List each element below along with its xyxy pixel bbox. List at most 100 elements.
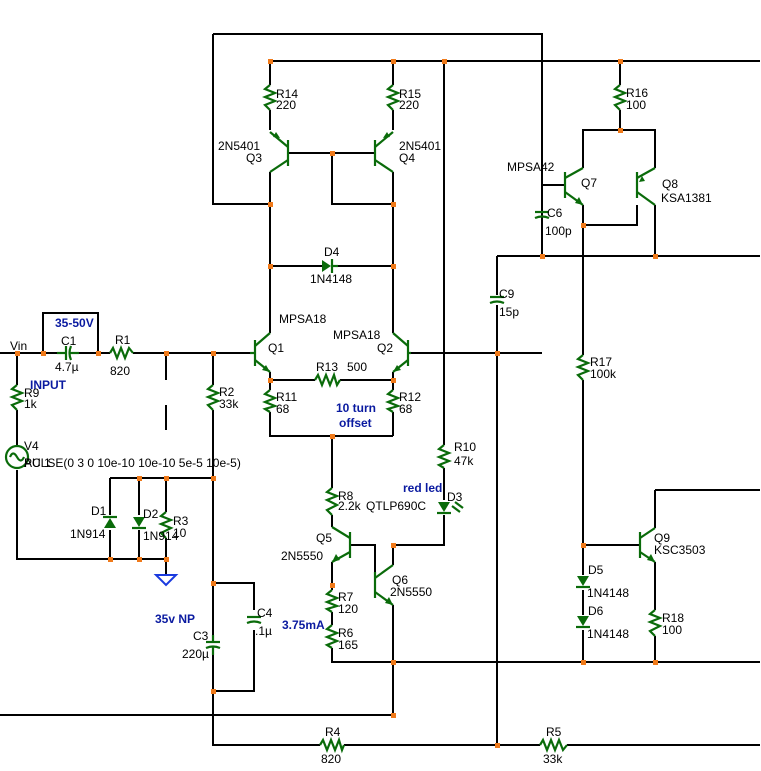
- resistor-r11: [262, 389, 279, 413]
- label-q1-name: Q1: [268, 341, 284, 355]
- label-q9-type: KSC3503: [654, 543, 706, 557]
- label-c3-value: 220µ: [182, 647, 209, 661]
- component-labels: Vin C1 4.7µ R1 820 R9 1k V4 AC 1 PULSE(0…: [10, 86, 712, 766]
- capacitor-c9: [489, 295, 505, 305]
- label-q5-name: Q5: [316, 531, 332, 545]
- resistor-r1: [109, 345, 134, 361]
- label-q8-type: KSA1381: [661, 191, 712, 205]
- label-q8-name: Q8: [662, 177, 678, 191]
- transistors: [250, 131, 656, 606]
- note-c1-voltage: 35-50V: [55, 316, 94, 330]
- label-r7-name: R7: [338, 590, 354, 604]
- ground-icon: [153, 574, 179, 587]
- transistor-q7: [563, 167, 584, 206]
- label-c1-name: C1: [61, 334, 77, 348]
- resistor-r16: [612, 84, 628, 111]
- resistor-r13: [314, 371, 341, 388]
- label-v4-source: PULSE(0 3 0 10e-10 10e-10 5e-5 10e-5): [24, 456, 241, 470]
- label-r9-name: R9: [24, 386, 40, 400]
- label-r4-value: 820: [321, 752, 341, 766]
- transistor-q3: [269, 131, 290, 173]
- label-d5-name: D5: [588, 563, 604, 577]
- wires: [0, 33, 760, 746]
- resistor-r4: [319, 736, 346, 754]
- label-r3-name: R3: [173, 514, 189, 528]
- voltage-source-v4: [4, 444, 30, 470]
- capacitor-c6: [534, 210, 550, 220]
- label-c3-name: C3: [193, 629, 209, 643]
- capacitor-c3: [205, 635, 221, 655]
- capacitors: [57, 210, 550, 655]
- transistor-q5: [331, 526, 352, 563]
- label-d6-value: 1N4148: [587, 627, 629, 641]
- label-q5-type: 2N5550: [281, 549, 323, 563]
- capacitor-c4: [246, 615, 262, 625]
- label-q2-type: MPSA18: [333, 328, 381, 342]
- label-q9-name: Q9: [654, 531, 670, 545]
- label-c6-value: 100p: [545, 224, 572, 238]
- label-c1-value: 4.7µ: [55, 360, 79, 374]
- resistor-r12: [385, 389, 402, 413]
- label-v4-ac: AC 1: [24, 456, 51, 470]
- label-c9-value: 15p: [499, 305, 519, 319]
- diode-d4: [322, 259, 338, 273]
- label-q1-type: MPSA18: [279, 312, 327, 326]
- resistor-r10: [436, 444, 452, 469]
- label-d1-name: D1: [91, 504, 107, 518]
- transistor-q8: [635, 167, 656, 206]
- label-d2-name: D2: [143, 507, 159, 521]
- label-q6-name: Q6: [392, 573, 408, 587]
- label-r11-value: 68: [276, 402, 290, 416]
- label-c9-name: C9: [499, 287, 515, 301]
- label-q2-name: Q2: [377, 341, 393, 355]
- resistor-r3: [158, 511, 174, 539]
- resistor-r8: [324, 487, 340, 516]
- note-offset-2: offset: [339, 416, 372, 430]
- resistor-r6: [324, 624, 340, 649]
- label-d3-name: D3: [447, 490, 463, 504]
- resistor-r14: [262, 84, 278, 111]
- label-q4-name: Q4: [399, 151, 415, 165]
- label-r18-name: R18: [662, 611, 684, 625]
- label-r8-value: 2.2k: [338, 499, 362, 513]
- transistor-q4: [373, 131, 394, 173]
- label-r8-name: R8: [338, 489, 354, 503]
- label-r13-value: 500: [347, 360, 367, 374]
- resistor-r7: [324, 589, 341, 613]
- transistor-q1: [250, 332, 271, 373]
- label-v4-name: V4: [24, 439, 39, 453]
- resistor-r18: [647, 609, 663, 637]
- label-r17-value: 100k: [590, 367, 617, 381]
- label-d2-value: 1N914: [143, 529, 179, 543]
- label-r1-value: 820: [110, 364, 130, 378]
- label-d3-type: QTLP690C: [366, 499, 426, 513]
- diode-d5: [576, 576, 590, 589]
- resistor-r9: [9, 384, 25, 411]
- label-c6-name: C6: [547, 206, 563, 220]
- label-r2-value: 33k: [219, 397, 239, 411]
- label-r12-name: R12: [399, 390, 421, 404]
- label-r7-value: 120: [338, 602, 358, 616]
- resistor-r15: [385, 84, 401, 111]
- label-r16-name: R16: [626, 86, 648, 100]
- label-r10-name: R10: [454, 440, 476, 454]
- label-r11-name: R11: [276, 390, 297, 404]
- transistor-q9: [638, 527, 656, 563]
- label-r3-value: 10: [173, 526, 187, 540]
- diode-d1: [103, 515, 117, 528]
- label-d5-value: 1N4148: [587, 586, 629, 600]
- label-r10-value: 47k: [454, 454, 474, 468]
- resistors: [9, 84, 663, 754]
- junctions: [15, 59, 658, 748]
- label-q3-type: 2N5401: [218, 139, 260, 153]
- label-vin: Vin: [10, 339, 27, 353]
- diode-d3-led: [437, 501, 464, 515]
- annotations: 35-50V INPUT 35v NP 3.75mA 10 turn offse…: [30, 316, 442, 632]
- diode-d6: [576, 616, 590, 629]
- resistor-r17: [575, 354, 591, 381]
- diodes: [103, 259, 590, 629]
- label-r6-name: R6: [338, 626, 354, 640]
- label-r5-value: 33k: [543, 752, 563, 766]
- label-r9-value: 1k: [24, 397, 38, 411]
- label-r4-name: R4: [325, 725, 341, 739]
